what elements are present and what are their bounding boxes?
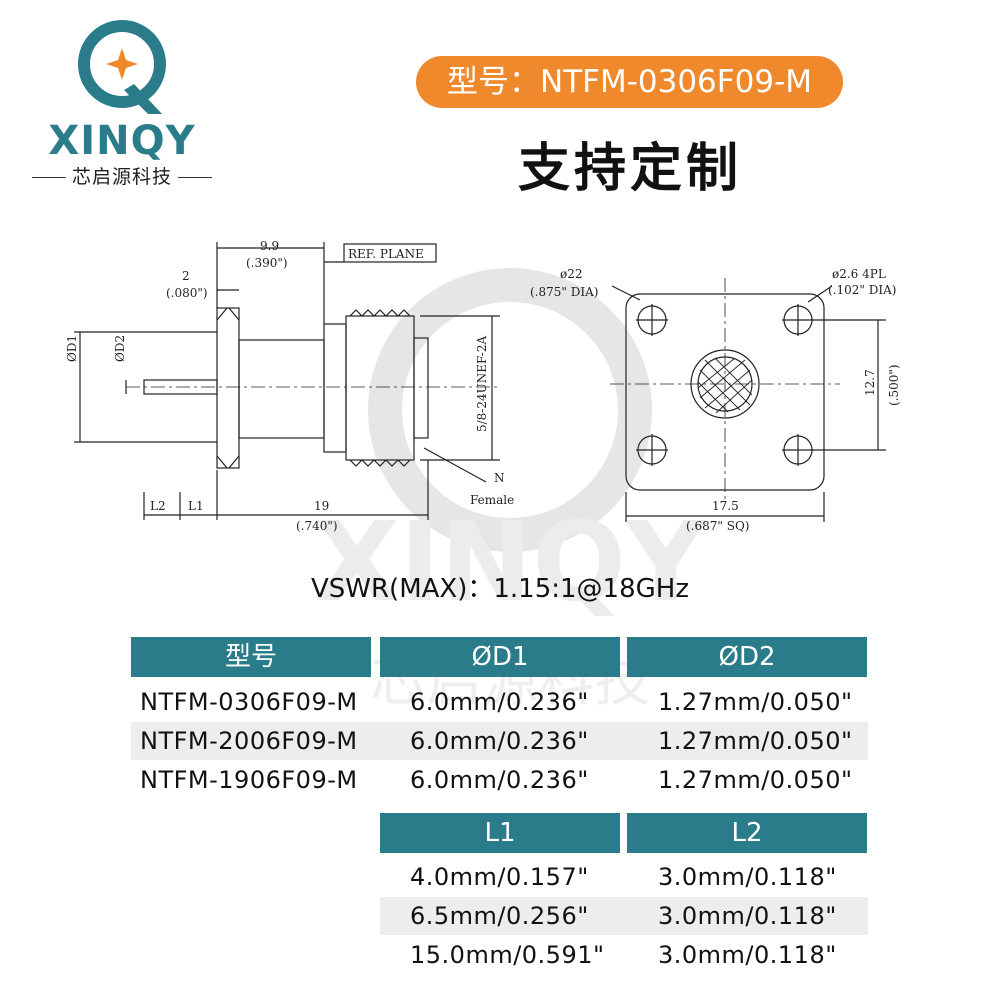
header-l2: L2 <box>627 813 867 853</box>
dia22: ø22 <box>560 267 583 281</box>
dim-17-5: 17.5 <box>712 499 739 513</box>
custom-title: 支持定制 <box>517 139 742 199</box>
header-model: 型号 <box>131 637 371 677</box>
dia26: ø2.6 4PL <box>832 267 886 281</box>
table-cell: 6.5mm/0.256" <box>410 902 589 930</box>
l2-label: L2 <box>150 499 166 513</box>
dia22-in: (.875" DIA) <box>530 285 598 299</box>
dim-19: 19 <box>314 499 329 513</box>
table-cell: 6.0mm/0.236" <box>410 688 589 716</box>
thread-label: 5/8-24UNEF-2A <box>475 336 489 432</box>
side-view <box>74 242 500 520</box>
dim-687: (.687" SQ) <box>686 519 749 533</box>
table-cell: 1.27mm/0.050" <box>658 727 853 755</box>
table-cell: 3.0mm/0.118" <box>658 863 837 891</box>
dim-9-9: 9.9 <box>260 239 279 253</box>
dim-390: (.390") <box>246 256 288 270</box>
table-cell: NTFM-1906F09-M <box>140 766 358 794</box>
technical-drawing: 9.9 (.390") REF. PLANE 2 (.080") ØD1 ØD2… <box>65 239 901 533</box>
brand-name: XINQY <box>48 118 196 164</box>
dim-080: (.080") <box>166 286 208 300</box>
d2-label: ØD2 <box>113 335 127 362</box>
dim-500: (.500") <box>887 364 901 406</box>
header-d1: ØD1 <box>380 637 620 677</box>
front-view <box>610 278 886 522</box>
model-pill: 型号：NTFM-0306F09-M <box>416 56 843 108</box>
female-label: Female <box>470 493 514 507</box>
header-l1: L1 <box>380 813 620 853</box>
header-d2: ØD2 <box>627 637 867 677</box>
table-cell: 4.0mm/0.157" <box>410 863 589 891</box>
dim-2: 2 <box>182 269 190 283</box>
ref-plane-label: REF. PLANE <box>348 247 424 261</box>
l1-label: L1 <box>188 499 204 513</box>
table-cell: 3.0mm/0.118" <box>658 902 837 930</box>
d1-label: ØD1 <box>65 335 79 362</box>
logo-q-icon <box>78 20 166 114</box>
table-cell: 15.0mm/0.591" <box>410 941 605 969</box>
vswr-spec: VSWR(MAX)：1.15:1@18GHz <box>310 574 689 604</box>
table-cell: 6.0mm/0.236" <box>410 766 589 794</box>
n-label: N <box>494 471 505 485</box>
table-cell: NTFM-0306F09-M <box>140 688 358 716</box>
table-cell: 3.0mm/0.118" <box>658 941 837 969</box>
brand-subtitle: 芯启源科技 <box>22 162 222 189</box>
dia26-in: (.102" DIA) <box>828 283 896 297</box>
table-cell: 1.27mm/0.050" <box>658 766 853 794</box>
dim-740: (.740") <box>296 519 338 533</box>
table-cell: NTFM-2006F09-M <box>140 727 358 755</box>
brand-logo: XINQY 芯启源科技 <box>22 18 222 188</box>
table-cell: 6.0mm/0.236" <box>410 727 589 755</box>
table-cell: 1.27mm/0.050" <box>658 688 853 716</box>
dim-12-7: 12.7 <box>863 369 877 396</box>
